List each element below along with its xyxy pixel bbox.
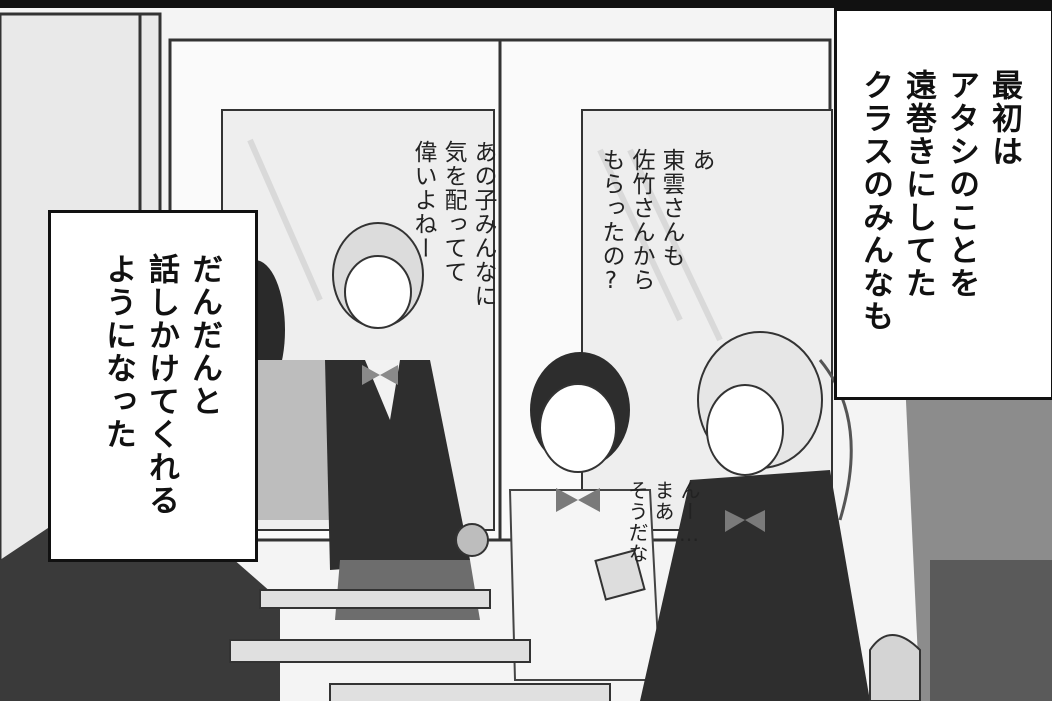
short-hair-girl	[455, 352, 662, 681]
dialogue-line: あ	[688, 148, 714, 172]
dialogue-line: まあ	[651, 480, 675, 522]
desks	[229, 589, 611, 701]
narration-right-line: 最初は	[986, 69, 1022, 168]
dialogue-line: あの子みんなに	[470, 140, 496, 308]
narration-right-text: 最初は アタシのことを 遠巻きにしてた クラスのみんなも	[853, 69, 1025, 389]
dialogue-short-hair-girl: あ 東雲さんも 佐竹さんから もらったの?	[596, 148, 716, 418]
dialogue-blonde-girl: んー… まあ そうだな	[624, 480, 702, 640]
dialogue-line: んー…	[677, 480, 701, 547]
narration-left-text: だんだんと 話しかけてくれる ようになった	[96, 253, 225, 553]
narration-box-right: 最初は アタシのことを 遠巻きにしてた クラスのみんなも	[834, 8, 1052, 400]
narration-right-line: アタシのことを	[943, 69, 979, 300]
dialogue-line: そうだな	[625, 480, 649, 564]
student-back-left	[0, 520, 280, 701]
narration-right-line: 遠巻きにしてた	[900, 69, 936, 300]
snack-packet	[594, 549, 646, 601]
dialogue-ponytail-girl: あの子みんなに 気を配ってて 偉いよねー	[408, 140, 498, 340]
dialogue-line: もらったの?	[598, 148, 624, 295]
narration-right-line: クラスのみんなも	[857, 69, 893, 333]
dialogue-line: 佐竹さんから	[628, 148, 654, 292]
dialogue-line: 偉いよねー	[410, 140, 436, 260]
narration-left-line: だんだんと	[186, 253, 222, 418]
blonde-girl	[640, 331, 870, 701]
dialogue-line: 東雲さんも	[658, 148, 684, 268]
dialogue-line: 気を配ってて	[440, 140, 466, 284]
snack-bun	[455, 523, 489, 557]
narration-box-left: だんだんと 話しかけてくれる ようになった	[48, 210, 258, 562]
narration-left-line: ようになった	[100, 253, 136, 451]
narration-left-line: 話しかけてくれる	[143, 253, 179, 517]
